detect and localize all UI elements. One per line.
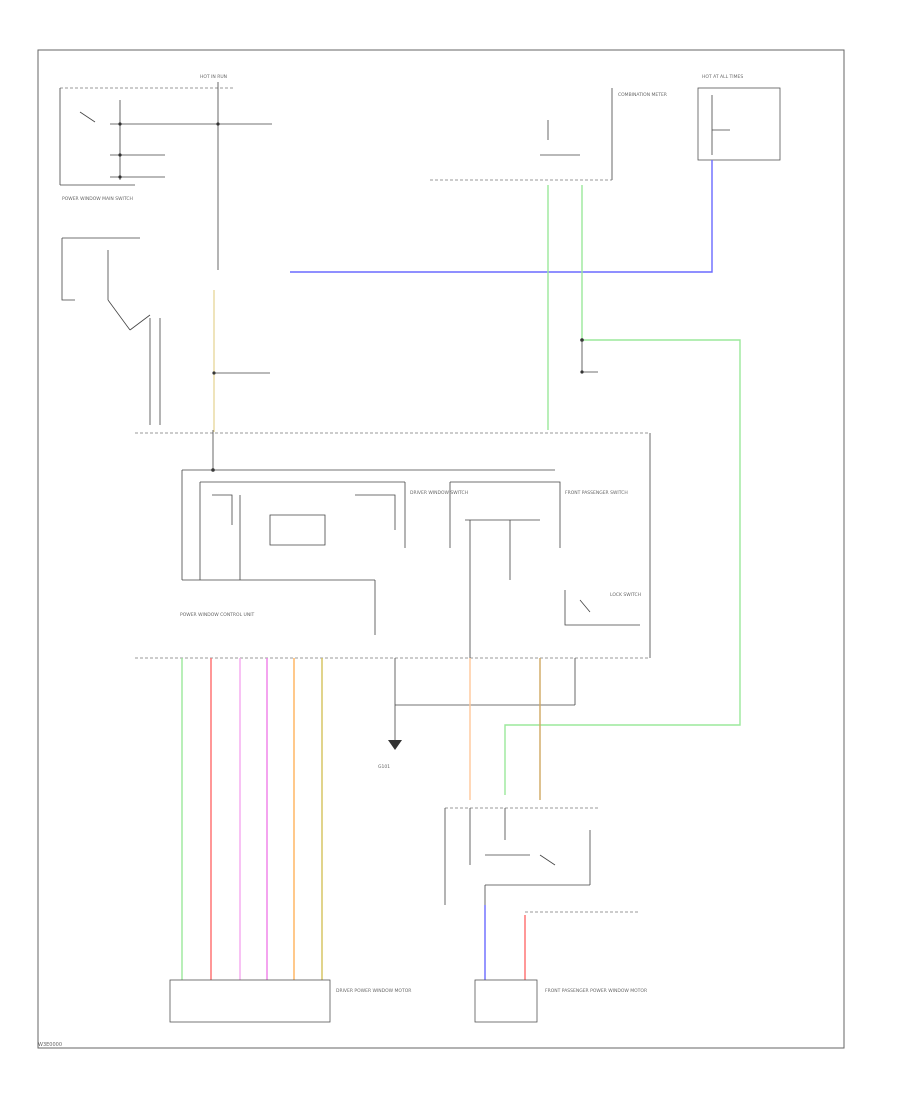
combination-meter-label: COMBINATION METER bbox=[618, 92, 667, 98]
passenger-motor-block: FRONT PASSENGER POWER WINDOW MOTOR bbox=[444, 658, 647, 1023]
combination-meter-block: COMBINATION METER HOT AT ALL TIMES bbox=[430, 74, 781, 181]
blue-wire bbox=[290, 160, 713, 273]
driver-motor-wires: DRIVER POWER WINDOW MOTOR bbox=[169, 658, 411, 1023]
lock-switch-label: LOCK SWITCH bbox=[610, 592, 641, 598]
power-window-control-unit: POWER WINDOW CONTROL UNIT FRONT PASSENGE… bbox=[135, 430, 651, 659]
green-wire-meter-2 bbox=[504, 185, 741, 795]
control-unit-label: POWER WINDOW CONTROL UNIT bbox=[180, 612, 255, 618]
driver-switch-label: DRIVER WINDOW SWITCH bbox=[410, 490, 468, 496]
hot-in-run-label: HOT IN RUN bbox=[200, 74, 227, 80]
passenger-motor-label: FRONT PASSENGER POWER WINDOW MOTOR bbox=[545, 988, 647, 994]
ground-block: G101 bbox=[378, 658, 576, 770]
diagram-footer: W3E0000 bbox=[38, 1042, 63, 1048]
hot-at-all-times-label: HOT AT ALL TIMES bbox=[702, 74, 743, 80]
driver-motor-label: DRIVER POWER WINDOW MOTOR bbox=[336, 988, 411, 994]
top-left-switch-block: HOT IN RUN POWER WINDOW MAIN SWITCH bbox=[59, 74, 272, 425]
main-switch-label: POWER WINDOW MAIN SWITCH bbox=[62, 196, 133, 202]
ground-label: G101 bbox=[378, 764, 390, 770]
front-passenger-switch-label: FRONT PASSENGER SWITCH bbox=[565, 490, 628, 496]
diagram-frame bbox=[37, 49, 845, 1049]
